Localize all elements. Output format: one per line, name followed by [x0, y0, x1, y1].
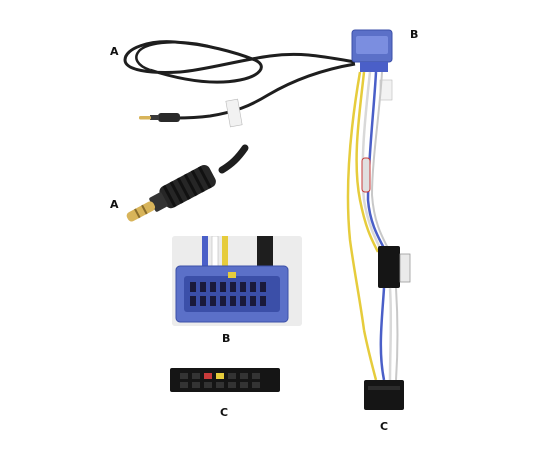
- label-a-top: A: [110, 45, 119, 58]
- black-connector-closeup: [170, 368, 280, 392]
- label-a-bottom: A: [110, 198, 119, 211]
- connector-c-photo: [170, 362, 280, 398]
- jack-closeup: [126, 144, 249, 222]
- jack-cable-assembly: [123, 40, 356, 128]
- wiring-harness: [346, 29, 411, 410]
- connector-b-photo: [172, 236, 302, 326]
- blue-connector-closeup: [172, 236, 302, 326]
- label-b-photo: B: [222, 332, 231, 345]
- label-c-bottom: C: [380, 420, 389, 433]
- label-c-photo: C: [220, 406, 229, 419]
- label-b-top: B: [410, 28, 419, 41]
